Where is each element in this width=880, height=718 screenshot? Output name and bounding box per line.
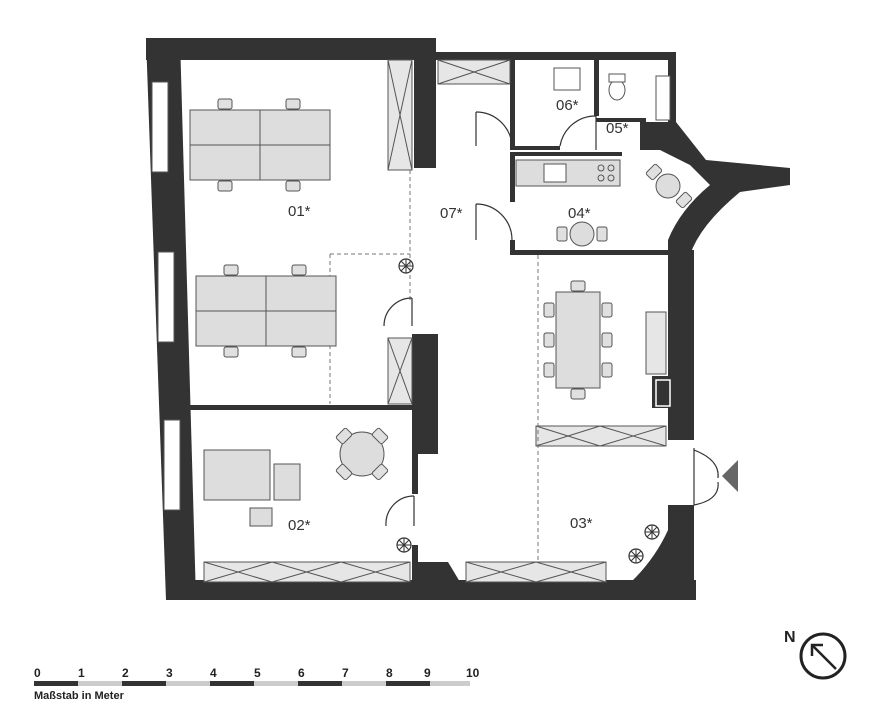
doors <box>383 111 719 527</box>
interior-walls <box>190 40 682 585</box>
scale-tick-5: 5 <box>254 666 261 680</box>
dining-room-03 <box>543 280 613 400</box>
room-label-03: 03* <box>570 515 593 532</box>
entrance-arrow <box>722 460 738 492</box>
room-labels: 01* 02* 03* 04* 05* 06* 07* <box>288 97 629 534</box>
scale-tick-0: 0 <box>34 666 41 680</box>
room-label-02: 02* <box>288 517 311 534</box>
sanitary <box>553 67 626 101</box>
north-arrow: N <box>784 629 847 680</box>
scale-tick-4: 4 <box>210 666 217 680</box>
built-in-cabinets <box>203 59 667 583</box>
north-label: N <box>784 629 796 646</box>
kitchen-04 <box>515 159 693 247</box>
room-label-07: 07* <box>440 205 463 222</box>
room-label-01: 01* <box>288 203 311 220</box>
room-label-04: 04* <box>568 205 591 222</box>
desks-room-01 <box>189 98 337 358</box>
room-label-06: 06* <box>556 97 579 114</box>
scale-tick-10: 10 <box>466 666 480 680</box>
scale-tick-9: 9 <box>424 666 431 680</box>
scale-tick-8: 8 <box>386 666 393 680</box>
scale-tick-2: 2 <box>122 666 129 680</box>
scale-tick-7: 7 <box>342 666 349 680</box>
scale-caption: Maßstab in Meter <box>34 690 125 702</box>
windows-left <box>151 81 181 511</box>
scale-tick-3: 3 <box>166 666 173 680</box>
room-label-05: 05* <box>606 120 629 137</box>
window-05 <box>655 75 671 121</box>
furniture-room-02 <box>203 427 389 527</box>
scale-tick-6: 6 <box>298 666 305 680</box>
scale-bar: 0 1 2 3 4 5 6 7 8 9 10 Maßstab in Meter <box>34 666 480 702</box>
scale-tick-1: 1 <box>78 666 85 680</box>
